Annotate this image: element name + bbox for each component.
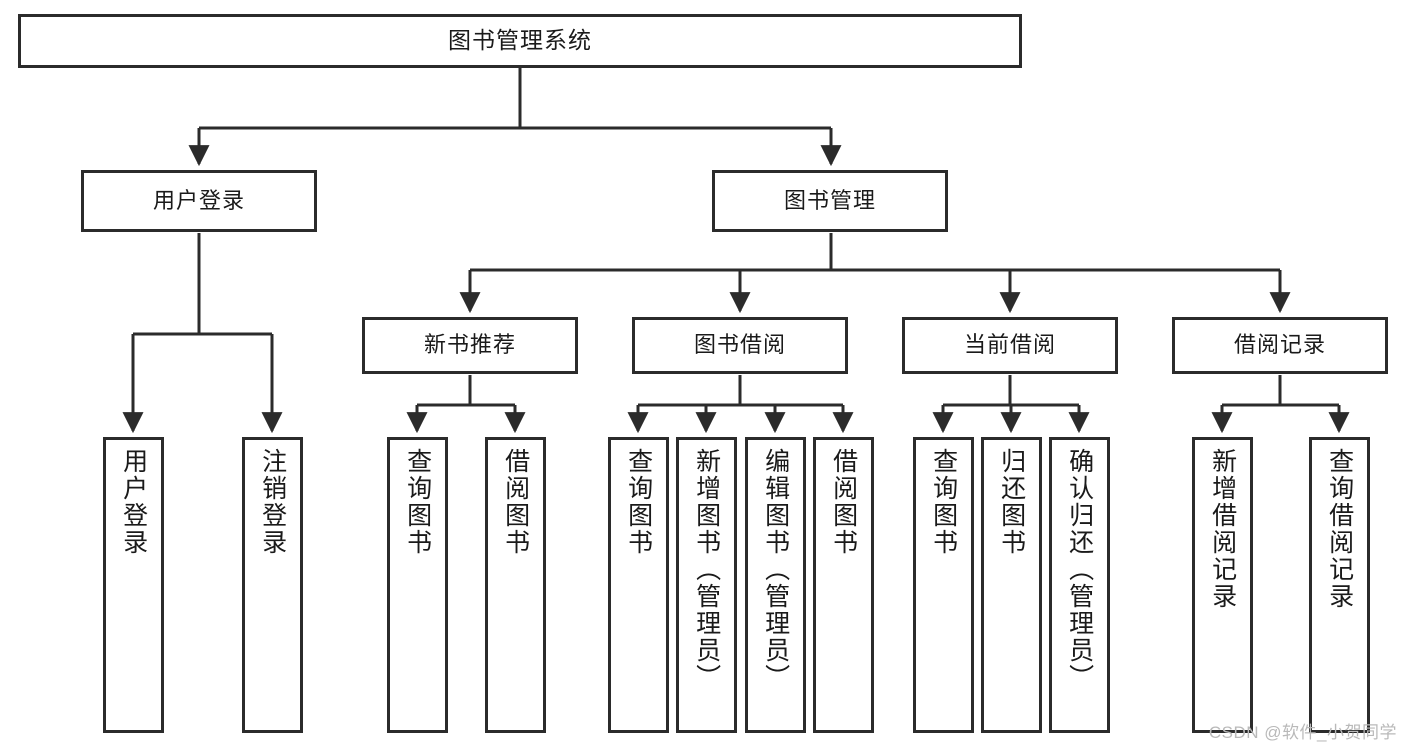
node-book-management[interactable]: 图书管理 bbox=[712, 170, 948, 232]
node-leaf-edit-book[interactable]: 编辑图书（管理员） bbox=[745, 437, 806, 733]
node-book-borrow[interactable]: 图书借阅 bbox=[632, 317, 848, 374]
node-label: 编辑图书（管理员） bbox=[761, 448, 790, 691]
node-label: 图书管理 bbox=[783, 187, 876, 213]
node-label: 查询图书 bbox=[403, 448, 432, 556]
node-label: 用户登录 bbox=[119, 448, 148, 556]
csdn-watermark: CSDN @软件_小贺同学 bbox=[1208, 723, 1397, 742]
node-root-book-management-system[interactable]: 图书管理系统 bbox=[18, 14, 1022, 68]
node-label: 查询图书 bbox=[624, 448, 653, 556]
node-leaf-borrow-book-new[interactable]: 借阅图书 bbox=[485, 437, 546, 733]
node-leaf-user-login[interactable]: 用户登录 bbox=[103, 437, 164, 733]
node-label: 新增图书（管理员） bbox=[692, 448, 721, 691]
node-label: 借阅图书 bbox=[829, 448, 858, 556]
node-leaf-add-record[interactable]: 新增借阅记录 bbox=[1192, 437, 1253, 733]
node-label: 查询图书 bbox=[929, 448, 958, 556]
node-label: 借阅记录 bbox=[1233, 332, 1326, 358]
node-current-borrow[interactable]: 当前借阅 bbox=[902, 317, 1118, 374]
node-label: 当前借阅 bbox=[963, 332, 1056, 358]
node-leaf-query-book-new[interactable]: 查询图书 bbox=[387, 437, 448, 733]
node-label: 图书借阅 bbox=[693, 332, 786, 358]
node-label: 图书管理系统 bbox=[448, 27, 592, 54]
node-label: 新书推荐 bbox=[423, 332, 516, 358]
node-user-login[interactable]: 用户登录 bbox=[81, 170, 317, 232]
node-leaf-return-book[interactable]: 归还图书 bbox=[981, 437, 1042, 733]
node-leaf-logout-login[interactable]: 注销登录 bbox=[242, 437, 303, 733]
node-borrow-record[interactable]: 借阅记录 bbox=[1172, 317, 1388, 374]
node-leaf-query-record[interactable]: 查询借阅记录 bbox=[1309, 437, 1370, 733]
node-label: 借阅图书 bbox=[501, 448, 530, 556]
node-label: 归还图书 bbox=[997, 448, 1026, 556]
node-leaf-add-book[interactable]: 新增图书（管理员） bbox=[676, 437, 737, 733]
node-label: 查询借阅记录 bbox=[1325, 448, 1354, 610]
node-label: 确认归还（管理员） bbox=[1065, 448, 1094, 691]
node-label: 注销登录 bbox=[258, 448, 287, 556]
node-leaf-confirm-return[interactable]: 确认归还（管理员） bbox=[1049, 437, 1110, 733]
node-label: 新增借阅记录 bbox=[1208, 448, 1237, 610]
node-new-book-recommend[interactable]: 新书推荐 bbox=[362, 317, 578, 374]
node-leaf-query-book-borrow[interactable]: 查询图书 bbox=[608, 437, 669, 733]
node-leaf-query-book-current[interactable]: 查询图书 bbox=[913, 437, 974, 733]
node-label: 用户登录 bbox=[152, 187, 245, 213]
node-leaf-borrow-book[interactable]: 借阅图书 bbox=[813, 437, 874, 733]
